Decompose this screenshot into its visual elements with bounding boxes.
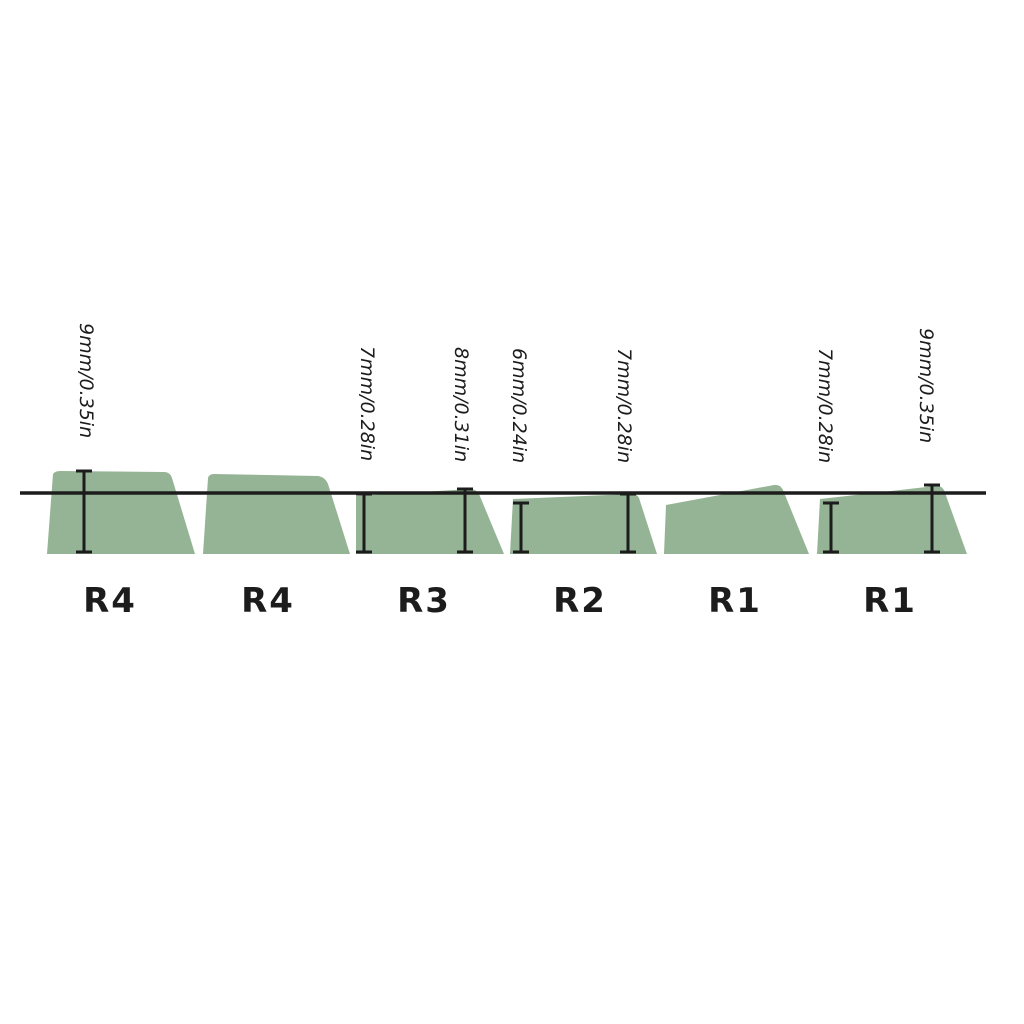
row-label: R1 <box>863 581 917 621</box>
measurement-label: 7mm/0.28in <box>613 348 635 463</box>
measurement-label: 7mm/0.28in <box>356 346 378 461</box>
bracket-r2-back <box>620 492 636 554</box>
measurement-label: 9mm/0.35in <box>915 328 937 443</box>
bracket-r1-back <box>924 483 940 554</box>
keycap-r4-second <box>203 474 350 554</box>
measurement-label: 6mm/0.24in <box>508 348 530 463</box>
bracket-r2-front <box>513 501 529 554</box>
measurement-label: 7mm/0.28in <box>814 348 836 463</box>
measurement-brackets <box>76 469 940 554</box>
measurement-label: 9mm/0.35in <box>75 323 97 438</box>
bracket-r4-front <box>76 469 92 554</box>
keycap-r4-first <box>47 471 195 554</box>
bracket-r3-back <box>457 487 473 554</box>
row-label: R4 <box>241 581 295 621</box>
keycap-r1-second <box>817 485 967 554</box>
row-label: R2 <box>553 581 607 621</box>
row-label: R4 <box>83 581 137 621</box>
keycap-r3 <box>356 489 504 554</box>
keycap-shapes <box>47 471 967 554</box>
row-label: R1 <box>708 581 762 621</box>
measurement-labels: 9mm/0.35in 7mm/0.28in 8mm/0.31in 6mm/0.2… <box>75 323 937 463</box>
bracket-r1-front <box>823 501 839 554</box>
row-labels: R4 R4 R3 R2 R1 R1 <box>83 581 917 621</box>
measurement-label: 8mm/0.31in <box>450 347 472 462</box>
keycap-r1-first <box>664 484 809 554</box>
row-label: R3 <box>397 581 451 621</box>
keycap-r2 <box>510 494 657 554</box>
bracket-r3-front <box>356 492 372 554</box>
